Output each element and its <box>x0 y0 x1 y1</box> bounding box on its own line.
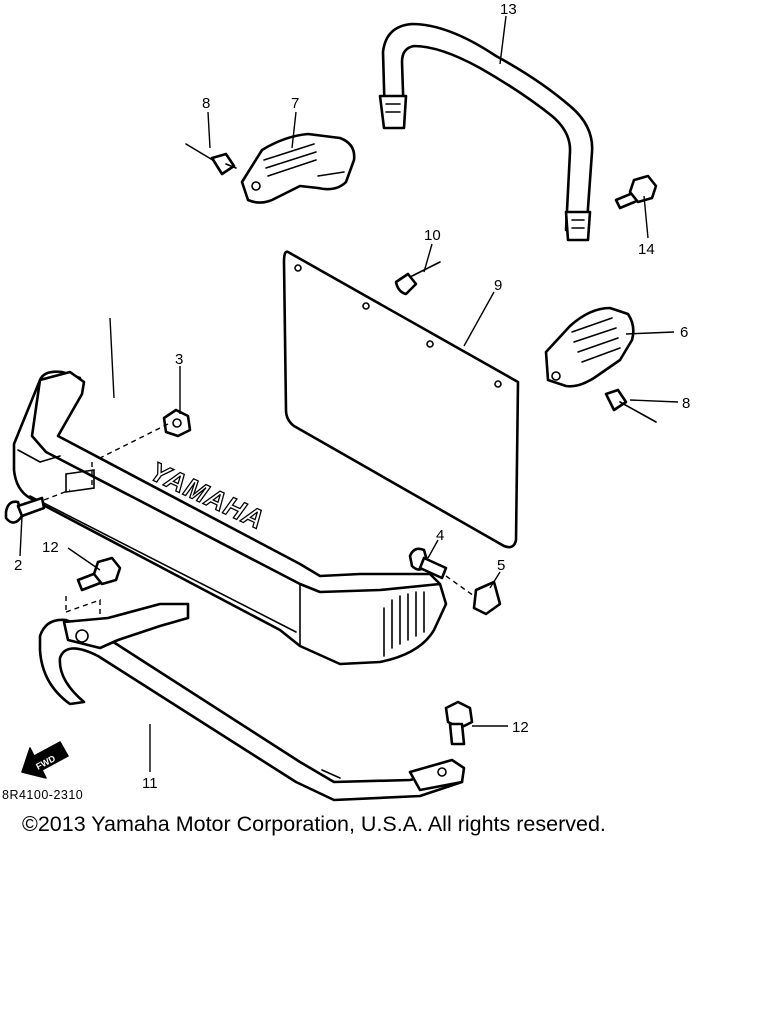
assembly-lines <box>43 423 475 630</box>
bolt-right <box>614 174 658 210</box>
mounting-plate <box>282 250 520 549</box>
screw-left <box>4 496 46 524</box>
handle-cover-left <box>240 132 356 204</box>
callout-4: 4 <box>436 527 444 544</box>
callout-11: 11 <box>142 775 158 792</box>
copyright-notice: ©2013 Yamaha Motor Corporation, U.S.A. A… <box>22 812 606 836</box>
bolt-lower-right <box>444 700 474 746</box>
bumper-guard-lower <box>38 602 466 802</box>
handle-cover-right <box>544 306 635 388</box>
callout-2: 2 <box>14 557 22 574</box>
callout-3: 3 <box>175 351 183 368</box>
bumper-body: YAMAHA <box>12 370 448 666</box>
callout-9: 9 <box>494 277 502 294</box>
nut-part <box>162 408 192 438</box>
grab-handle-top <box>378 22 594 242</box>
callout-leaders <box>19 15 679 772</box>
callout-8b: 8 <box>682 395 690 412</box>
clip-nut <box>472 580 502 616</box>
rivet-upper <box>185 143 237 176</box>
callout-8a: 8 <box>202 95 210 112</box>
callout-12a: 12 <box>42 539 59 556</box>
callout-13: 13 <box>500 1 517 18</box>
bolt-upper-left <box>76 556 122 592</box>
callout-labels: 13 8 7 14 10 9 6 8 3 2 12 4 5 12 11 <box>14 1 690 792</box>
callout-14: 14 <box>638 241 655 258</box>
callout-12b: 12 <box>512 719 529 736</box>
forward-arrow-icon: FWD <box>21 741 69 779</box>
rivet-plate <box>394 261 441 296</box>
callout-7: 7 <box>291 95 299 112</box>
callout-5: 5 <box>497 557 505 574</box>
callout-6: 6 <box>680 324 688 341</box>
rivet-lower <box>604 388 657 423</box>
bolt-center <box>408 547 448 580</box>
callout-10: 10 <box>424 227 441 244</box>
diagram-reference-code: 8R4100-2310 <box>2 788 84 802</box>
